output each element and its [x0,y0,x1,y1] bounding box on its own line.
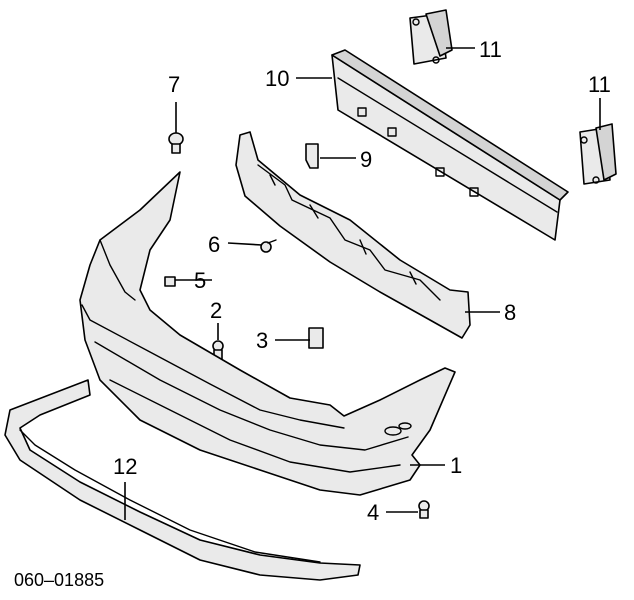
retainer [308,327,324,349]
callout-1: 1 [450,453,462,478]
bracket-right [579,123,617,185]
callout-3: 3 [256,328,268,353]
callout-11-right: 11 [588,72,611,97]
clip-bracket [305,143,319,169]
push-clip [168,132,184,154]
bracket-top [409,9,453,65]
callout-5: 5 [194,268,206,293]
callout-10: 10 [265,66,289,91]
diagram-code: 060–01885 [14,570,104,590]
callout-12: 12 [113,454,137,479]
bumper-fascia [79,171,456,496]
callout-11-top: 11 [479,37,502,62]
callout-2: 2 [210,298,222,323]
callout-4: 4 [367,500,379,525]
callout-8: 8 [504,300,516,325]
screw [260,239,277,253]
nut [164,276,176,287]
energy-absorber [235,131,471,339]
lower-spoiler [4,379,361,581]
callout-6: 6 [208,232,220,257]
reinforcement-beam [331,49,569,241]
callout-labels: 1 2 3 4 5 6 7 8 9 10 11 11 12 [113,37,611,525]
leader-lines [124,47,601,520]
fastener-4 [418,500,430,519]
callout-9: 9 [360,147,372,172]
callout-7: 7 [168,72,180,97]
